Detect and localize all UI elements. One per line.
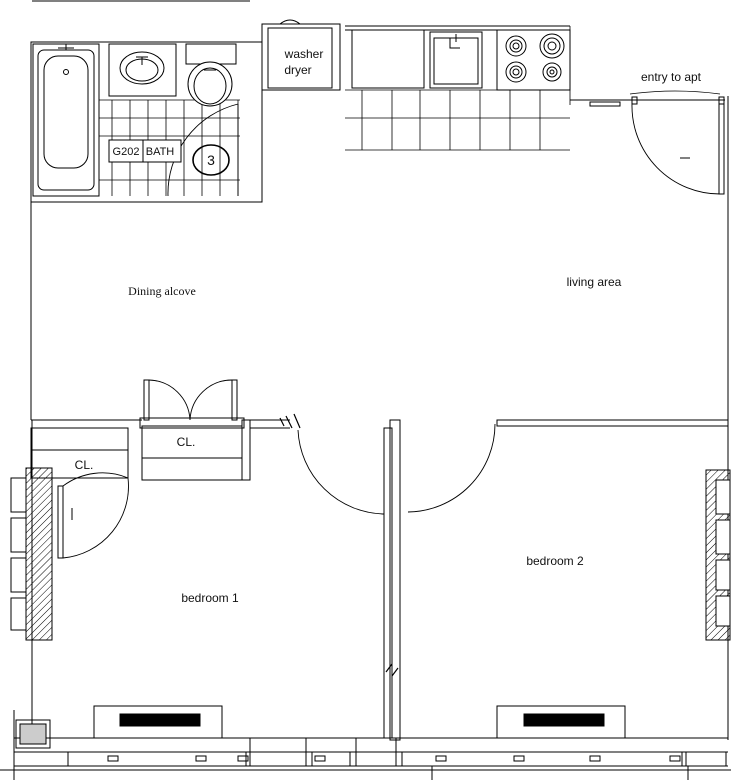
window-walls	[10, 467, 731, 641]
kitchen-sink-icon	[433, 37, 479, 85]
closet-left-door-leaf	[57, 485, 64, 559]
sink-icon	[119, 51, 165, 85]
central-partition-b	[389, 419, 401, 741]
window-unit-6	[715, 519, 731, 555]
south-window-1	[67, 751, 247, 767]
bedroom2-door-swing	[407, 423, 496, 513]
entry-door	[570, 90, 725, 195]
sw-column	[15, 719, 51, 749]
bedroom1-door-swing	[297, 429, 385, 515]
kitchen	[345, 25, 571, 151]
closet-left-door-swing-b	[62, 477, 129, 559]
bathtub-faucet-icon	[58, 44, 74, 50]
south-pier-2	[355, 737, 397, 767]
closet-left-door-swing	[62, 472, 129, 487]
radiators	[93, 705, 626, 739]
closet-door-leaf-right	[231, 379, 238, 421]
bedroom1-label: bedroom 1	[181, 591, 239, 605]
stove-burners	[505, 33, 565, 83]
closet-left	[30, 427, 129, 479]
closet-door-leaf-left	[143, 379, 150, 421]
kitchen-faucet-icon	[449, 34, 460, 49]
window-unit-3	[10, 557, 27, 593]
south-pier-1	[249, 737, 307, 767]
bedroom2-label: bedroom 2	[526, 554, 584, 568]
bathroom	[30, 41, 263, 203]
partition-hinge-marks	[385, 663, 399, 677]
bath-tag-number-circle	[192, 144, 230, 176]
entry-door-leaf	[718, 103, 725, 195]
bedroom1-window-wall	[25, 467, 53, 641]
closet-center-label: CL.	[177, 435, 196, 449]
fridge-icon	[351, 29, 425, 89]
closet-center-wall	[241, 419, 251, 481]
toilet-tank	[185, 43, 237, 65]
washer-label: washer	[284, 47, 324, 61]
kitchen-sink-cabinet	[429, 31, 483, 89]
bathtub-frame	[32, 43, 100, 197]
bath-name-label: BATH	[146, 146, 175, 158]
window-unit-4	[10, 597, 27, 631]
dining-alcove-label: Dining alcove	[128, 284, 196, 298]
washer-dryer-closet	[261, 19, 341, 91]
central-partition	[383, 427, 393, 739]
bathtub-basin	[43, 55, 89, 169]
entry-jamb-left	[631, 96, 638, 105]
window-unit-1	[10, 477, 27, 513]
south-window-3	[401, 751, 683, 767]
living-area-label: living area	[567, 275, 622, 289]
entry-threshold	[589, 101, 621, 107]
south-window-4	[685, 751, 727, 767]
entry-door-swing	[631, 103, 721, 195]
toilet-icon	[187, 61, 233, 107]
closet-left-label: CL.	[75, 458, 94, 472]
bath-tag-number: 3	[207, 152, 215, 168]
washer-vent-icon	[279, 19, 301, 25]
bathtub-icon	[37, 49, 95, 191]
stove-icon	[496, 29, 571, 91]
partition-walls	[30, 379, 729, 741]
toilet-bowl	[193, 67, 227, 105]
closet-center-header	[139, 417, 245, 429]
door-hinge-marks	[279, 413, 301, 429]
dryer-label: dryer	[284, 63, 311, 77]
bathroom-door-swing	[167, 103, 239, 197]
closet-double-door-swing	[148, 379, 233, 421]
washer-dryer-icon	[267, 27, 333, 89]
window-unit-2	[10, 517, 27, 553]
entry-label: entry to apt	[641, 70, 702, 84]
sink-faucet-icon	[136, 56, 148, 65]
window-unit-7	[715, 559, 731, 591]
bathtub-drain	[63, 69, 69, 75]
radiator-bedroom2-fins	[523, 713, 605, 727]
kitchen-tile-grid	[345, 26, 571, 151]
window-unit-8	[715, 595, 731, 627]
south-window-2	[311, 751, 351, 767]
bath-code-label: G202	[113, 146, 140, 158]
entry-arrow-arc	[629, 90, 721, 95]
south-wall	[0, 719, 731, 780]
south-window-sashes	[107, 755, 681, 762]
bath-room-tag-box	[108, 139, 182, 163]
bedroom2-top-wall	[496, 419, 729, 427]
sw-column-fill	[19, 723, 47, 745]
window-unit-5	[715, 479, 731, 515]
radiator-bedroom1-fins	[119, 713, 201, 727]
